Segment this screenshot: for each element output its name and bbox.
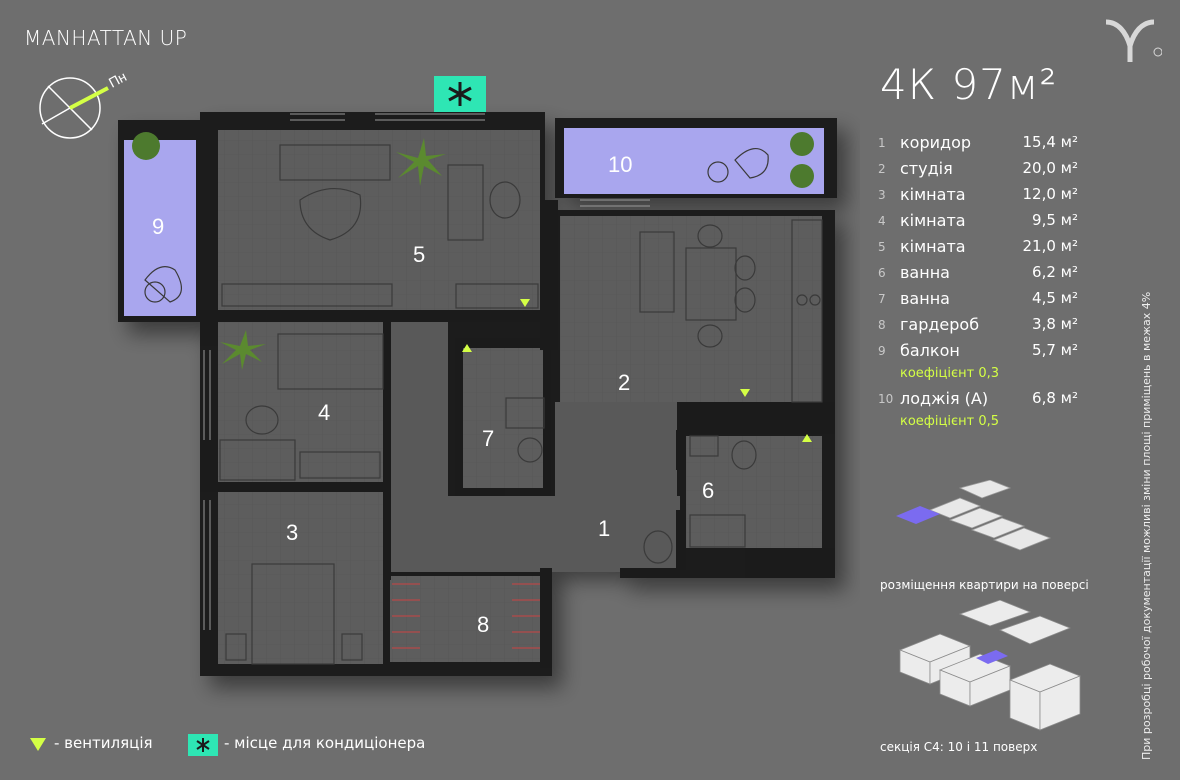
room-label-2: 2 [618, 370, 630, 395]
room-coefficient: коефіцієнт 0,3 [900, 366, 1000, 381]
room-number: 5 [878, 240, 886, 254]
ventilation-icon [462, 299, 812, 442]
balcony-9 [124, 140, 196, 316]
section-diagram [898, 600, 1082, 731]
room-coefficient: коефіцієнт 0,5 [900, 414, 1000, 429]
room-number: 4 [878, 214, 886, 228]
compass-icon: Пн [39, 70, 129, 139]
loggia-10 [564, 128, 824, 194]
room-number: 6 [878, 266, 886, 280]
room-name: кімната [900, 211, 966, 230]
furniture [144, 144, 823, 665]
coefficient-row: коефіцієнт 0,3 [878, 364, 1078, 386]
room-number: 1 [878, 136, 886, 150]
room-row: 10 лоджія (А) 6,8 м² [878, 386, 1078, 412]
room-row: 6 ванна 6,2 м² [878, 260, 1078, 286]
room-label-3: 3 [286, 520, 298, 545]
area-tolerance-note: При розробці робочої документації можлив… [1140, 291, 1153, 760]
logo-mark-icon [1105, 19, 1162, 62]
room-row: 7 ванна 4,5 м² [878, 286, 1078, 312]
room-label-9: 9 [152, 214, 164, 239]
room-number: 8 [878, 318, 886, 332]
apartment-title: 4К 97м² [880, 60, 1058, 109]
room-number: 7 [878, 292, 886, 306]
room-label-5: 5 [413, 242, 425, 267]
room-area: 21,0 м² [1022, 237, 1079, 255]
room-area: 3,8 м² [1032, 315, 1078, 333]
room-numbers: 1 2 3 4 5 6 7 8 9 10 [152, 152, 714, 637]
room-area: 4,5 м² [1032, 289, 1078, 307]
room-row: 4 кімната 9,5 м² [878, 208, 1078, 234]
room-label-8: 8 [477, 612, 489, 637]
room-area: 9,5 м² [1032, 211, 1078, 229]
floor-plan: 1 2 3 4 5 6 7 8 9 10 [118, 76, 837, 676]
room-number: 9 [878, 344, 886, 358]
room-label-1: 1 [598, 516, 610, 541]
room-name: студія [900, 159, 953, 178]
room-name: кімната [900, 237, 966, 256]
brand-name: MANHATTAN UP [24, 26, 188, 50]
room-name: гардероб [900, 315, 980, 334]
room-label-6: 6 [702, 478, 714, 503]
room-area: 5,7 м² [1032, 341, 1078, 359]
wardrobe-rails [392, 583, 540, 649]
room-list: 1 коридор 15,4 м² 2 студія 20,0 м² 3 кімната 1… [878, 130, 1078, 434]
floor-position-diagram [896, 480, 1052, 551]
plant-icon [132, 132, 814, 370]
room-row: 2 студія 20,0 м² [878, 156, 1078, 182]
room-number: 3 [878, 188, 886, 202]
section-caption: секція С4: 10 і 11 поверх [880, 740, 1038, 754]
room-area: 20,0 м² [1022, 159, 1079, 177]
floor-position-caption: розміщення квартири на поверсі [880, 578, 1089, 592]
room-row: 1 коридор 15,4 м² [878, 130, 1078, 156]
ventilation-legend-icon [30, 738, 46, 751]
room-row: 8 гардероб 3,8 м² [878, 312, 1078, 338]
room-label-4: 4 [318, 400, 330, 425]
windows [203, 113, 650, 630]
room-label-7: 7 [482, 426, 494, 451]
room-row: 9 балкон 5,7 м² [878, 338, 1078, 364]
room-number: 2 [878, 162, 886, 176]
coefficient-row: коефіцієнт 0,5 [878, 412, 1078, 434]
room-name: ванна [900, 263, 950, 282]
room-row: 3 кімната 12,0 м² [878, 182, 1078, 208]
room-number: 10 [878, 392, 894, 406]
room-name: кімната [900, 185, 966, 204]
room-name: лоджія (А) [900, 389, 989, 408]
room-label-10: 10 [608, 152, 632, 177]
ventilation-legend: - вентиляція [54, 734, 153, 752]
ac-icon [434, 76, 486, 112]
room-area: 12,0 м² [1022, 185, 1079, 203]
room-area: 6,8 м² [1032, 389, 1078, 407]
room-area: 15,4 м² [1022, 133, 1079, 151]
room-area: 6,2 м² [1032, 263, 1078, 281]
ac-legend: - місце для кондиціонера [224, 734, 426, 752]
room-name: коридор [900, 133, 972, 152]
room-row: 5 кімната 21,0 м² [878, 234, 1078, 260]
room-name: ванна [900, 289, 950, 308]
ac-legend-icon [188, 734, 218, 756]
room-name: балкон [900, 341, 960, 360]
interior-walls [200, 200, 835, 668]
